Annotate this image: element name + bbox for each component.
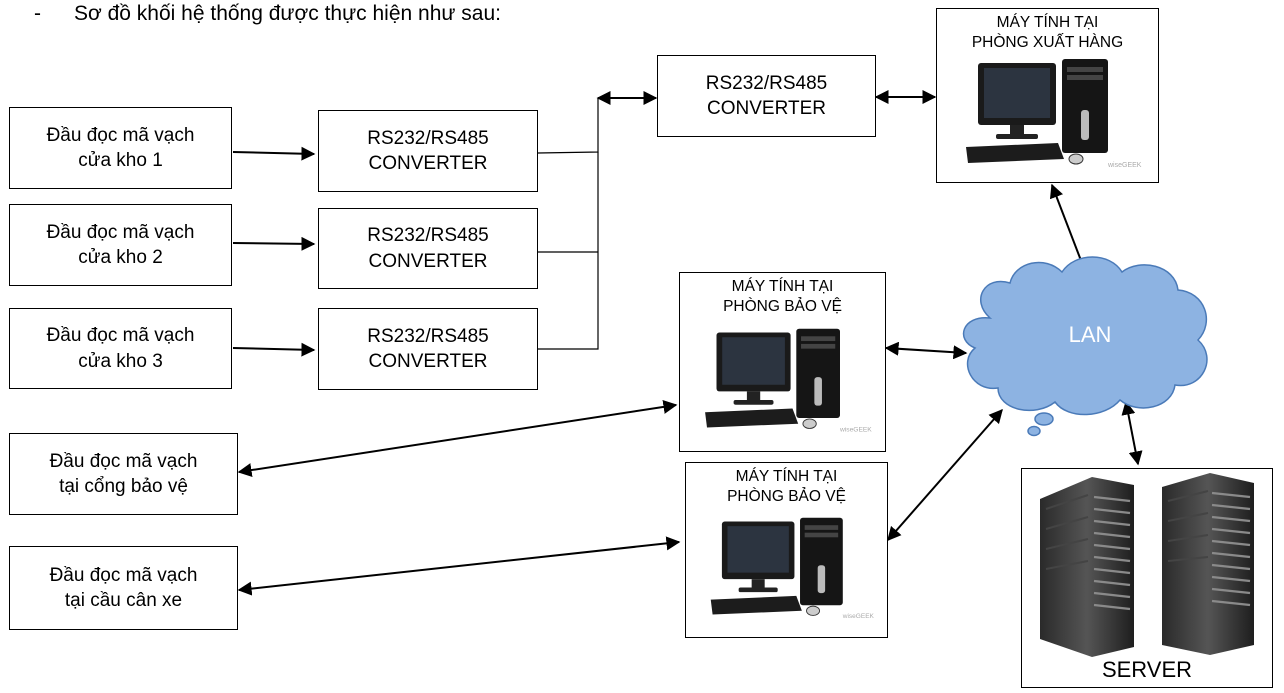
barcode-reader-security-gate: Đầu đọc mã vạch tại cổng bảo vệ <box>9 433 238 515</box>
computer-line1: MÁY TÍNH TẠI <box>731 278 834 295</box>
heading-text: Sơ đồ khối hệ thống được thực hiện như s… <box>74 2 501 25</box>
desktop-computer-icon: wiseGEEK <box>704 328 872 433</box>
computer-line1: MÁY TÍNH TẠI <box>735 468 838 485</box>
computer-shipping-room: MÁY TÍNH TẠI PHÒNG XUẤT HÀNG wiseGEEK <box>936 8 1159 183</box>
converter-line1: RS232/RS485 <box>367 225 489 247</box>
arrow-scale-reader-security2 <box>237 536 681 596</box>
barcode-reader-warehouse-2: Đầu đọc mã vạch cửa kho 2 <box>9 204 232 286</box>
barcode-reader-warehouse-1: Đầu đọc mã vạch cửa kho 1 <box>9 107 232 189</box>
arrow-reader3-converter <box>232 342 316 357</box>
converter-1: RS232/RS485 CONVERTER <box>318 110 538 192</box>
converter-line2: CONVERTER <box>368 351 488 372</box>
lan-label: LAN <box>1068 322 1112 347</box>
computer-line2: PHÒNG XUẤT HÀNG <box>971 33 1124 51</box>
reader-line2: tại cổng bảo vệ <box>59 476 188 497</box>
server-box: SERVER <box>1021 468 1273 688</box>
lan-cloud-icon <box>963 256 1208 437</box>
converter-line1: RS232/RS485 <box>367 325 489 347</box>
server-label: SERVER <box>1101 657 1193 682</box>
computer-line2: PHÒNG BẢO VỆ <box>727 487 846 505</box>
converter-line1: RS232/RS485 <box>705 72 828 94</box>
watermark: wiseGEEK <box>839 426 872 433</box>
computer-security-room-1: MÁY TÍNH TẠI PHÒNG BẢO VỆ wiseGEEK <box>679 272 886 452</box>
watermark: wiseGEEK <box>841 613 874 620</box>
bullet-dash: - <box>34 2 41 25</box>
reader-line1: Đầu đọc mã vạch <box>49 564 198 586</box>
computer-line2: PHÒNG BẢO VỆ <box>723 297 842 315</box>
arrow-gate-reader-security1 <box>237 399 678 478</box>
desktop-computer-icon: wiseGEEK <box>965 58 1142 169</box>
reader-line2: cửa kho 1 <box>78 150 163 171</box>
computer-line1: MÁY TÍNH TẠI <box>996 14 1099 31</box>
arrow-security2-lan <box>887 408 1003 542</box>
page-heading: - Sơ đồ khối hệ thống được thực hiện như … <box>34 2 501 26</box>
reader-line1: Đầu đọc mã vạch <box>46 221 195 243</box>
watermark: wiseGEEK <box>1107 162 1142 169</box>
bus-line <box>537 98 599 154</box>
converter-line2: CONVERTER <box>368 250 488 272</box>
computer-security-room-2: MÁY TÍNH TẠI PHÒNG BẢO VỆ wiseGEEK <box>685 462 888 638</box>
reader-line1: Đầu đọc mã vạch <box>46 124 195 146</box>
reader-line1: Đầu đọc mã vạch <box>46 325 195 347</box>
reader-line2: tại cầu cân xe <box>64 590 183 611</box>
converter-2: RS232/RS485 CONVERTER <box>318 208 538 289</box>
arrow-reader2-converter <box>232 236 316 251</box>
desktop-computer-icon: wiseGEEK <box>710 517 874 620</box>
converter-line1: RS232/RS485 <box>367 127 489 149</box>
barcode-reader-weighbridge: Đầu đọc mã vạch tại cầu cân xe <box>9 546 238 630</box>
converter-line2: CONVERTER <box>707 98 826 119</box>
converter-line2: CONVERTER <box>368 153 488 174</box>
server-rack-icon <box>1040 473 1254 657</box>
reader-line2: cửa kho 2 <box>78 247 163 268</box>
barcode-reader-warehouse-3: Đầu đọc mã vạch cửa kho 3 <box>9 308 232 389</box>
arrow-reader1-converter <box>232 146 316 161</box>
reader-line1: Đầu đọc mã vạch <box>49 450 198 472</box>
reader-line2: cửa kho 3 <box>78 350 163 372</box>
arrow-security1-lan <box>884 341 968 360</box>
converter-4: RS232/RS485 CONVERTER <box>657 55 876 137</box>
arrow-lan-server <box>1121 400 1143 466</box>
converter-3: RS232/RS485 CONVERTER <box>318 308 538 390</box>
